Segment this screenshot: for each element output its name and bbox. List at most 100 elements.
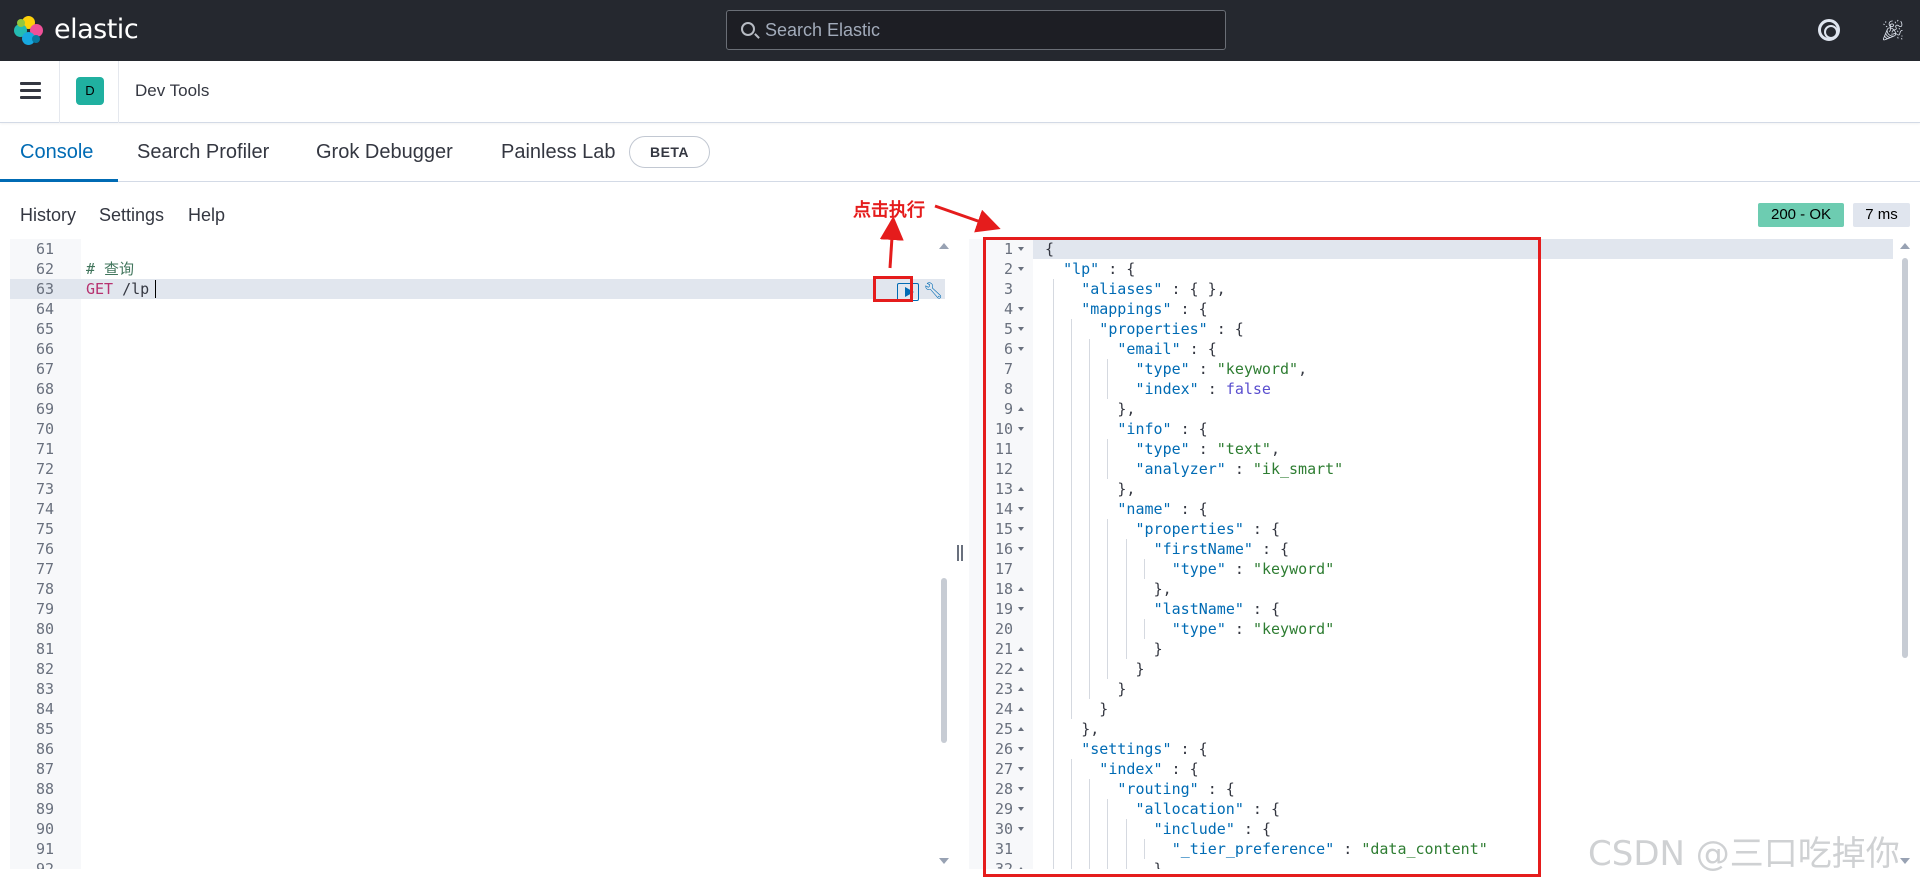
scroll-up-icon[interactable]: [939, 243, 949, 249]
line-number: 3: [1003, 280, 1013, 298]
settings-link[interactable]: Settings: [99, 205, 165, 225]
global-search[interactable]: [726, 10, 1226, 50]
response-scrollbar[interactable]: [1902, 258, 1908, 658]
line-number: 75: [35, 520, 54, 538]
json-punctuation: {: [1045, 240, 1055, 258]
indent-guide: [1107, 639, 1109, 659]
fold-collapse-icon[interactable]: [1018, 827, 1024, 831]
arrow-to-response: [934, 204, 1001, 233]
fold-collapse-icon[interactable]: [1018, 767, 1024, 771]
indent-guide: [1089, 639, 1091, 659]
request-line[interactable]: GET /lp: [86, 279, 149, 299]
json-key: "allocation": [1135, 800, 1244, 818]
line-number: 62: [35, 260, 54, 278]
indent-guide: [1143, 619, 1145, 639]
indent-guide: [1107, 439, 1109, 459]
line-number: 92: [35, 860, 54, 869]
json-key: "type": [1135, 360, 1190, 378]
line-number: 74: [35, 500, 54, 518]
help-icon[interactable]: [1818, 19, 1840, 41]
fold-expand-icon[interactable]: [1018, 587, 1024, 591]
fold-collapse-icon[interactable]: [1018, 747, 1024, 751]
pane-resizer[interactable]: [957, 545, 963, 561]
fold-expand-icon[interactable]: [1018, 487, 1024, 491]
json-key: "_tier_preference": [1171, 840, 1335, 858]
response-line: }: [1117, 679, 1126, 699]
tab-search-profiler[interactable]: Search Profiler: [137, 141, 270, 163]
indent-guide: [1089, 599, 1091, 619]
brand-name[interactable]: elastic: [54, 14, 139, 45]
request-scrollbar[interactable]: [941, 578, 947, 743]
fold-collapse-icon[interactable]: [1018, 267, 1024, 271]
json-boolean: false: [1225, 380, 1271, 398]
indent-guide: [1053, 539, 1055, 559]
fold-expand-icon[interactable]: [1018, 687, 1024, 691]
json-string: "keyword": [1252, 560, 1335, 578]
indent-guide: [1089, 579, 1091, 599]
line-number: 89: [35, 800, 54, 818]
fold-expand-icon[interactable]: [1018, 667, 1024, 671]
fold-collapse-icon[interactable]: [1018, 247, 1024, 251]
tab-grok-debugger[interactable]: Grok Debugger: [316, 141, 453, 163]
fold-expand-icon[interactable]: [1018, 407, 1024, 411]
json-key: "analyzer": [1135, 460, 1226, 478]
fold-collapse-icon[interactable]: [1018, 307, 1024, 311]
fold-collapse-icon[interactable]: [1018, 547, 1024, 551]
scroll-down-icon[interactable]: [1900, 858, 1910, 864]
newsfeed-icon[interactable]: 🎉︎: [1880, 20, 1906, 42]
fold-collapse-icon[interactable]: [1018, 807, 1024, 811]
fold-collapse-icon[interactable]: [1018, 347, 1024, 351]
search-input[interactable]: [765, 11, 1215, 49]
response-line: }: [1154, 639, 1163, 659]
indent-guide: [1125, 819, 1127, 839]
fold-collapse-icon[interactable]: [1018, 427, 1024, 431]
fold-collapse-icon[interactable]: [1018, 787, 1024, 791]
json-key: "type": [1171, 560, 1226, 578]
line-number: 22: [994, 660, 1013, 678]
fold-expand-icon[interactable]: [1018, 727, 1024, 731]
history-link[interactable]: History: [20, 205, 77, 225]
tab-painless-lab[interactable]: Painless Lab: [501, 141, 616, 163]
help-link[interactable]: Help: [188, 205, 226, 225]
indent-guide: [1071, 839, 1073, 859]
active-line-highlight: [10, 279, 945, 299]
menu-toggle-icon[interactable]: [20, 82, 41, 99]
elastic-logo-icon[interactable]: [14, 16, 44, 46]
request-method: GET: [86, 280, 114, 298]
fold-collapse-icon[interactable]: [1018, 607, 1024, 611]
fold-expand-icon[interactable]: [1018, 867, 1024, 869]
fold-expand-icon[interactable]: [1018, 707, 1024, 711]
wrench-icon[interactable]: 🔧︎: [923, 281, 944, 300]
scroll-down-icon[interactable]: [939, 858, 949, 864]
indent-guide: [1107, 819, 1109, 839]
indent-guide: [1089, 679, 1091, 699]
json-key: "firstName": [1153, 540, 1253, 558]
indent-guide: [1071, 419, 1073, 439]
fold-expand-icon[interactable]: [1018, 647, 1024, 651]
indent-guide: [1089, 359, 1091, 379]
response-line: "type" : "keyword",: [1136, 359, 1308, 379]
line-number: 79: [35, 600, 54, 618]
tab-console[interactable]: Console: [20, 141, 94, 163]
fold-collapse-icon[interactable]: [1018, 527, 1024, 531]
fold-collapse-icon[interactable]: [1018, 507, 1024, 511]
json-punctuation: :: [1198, 380, 1226, 398]
scroll-up-icon[interactable]: [1900, 243, 1910, 249]
response-editor[interactable]: 1{2"lp" : {3"aliases" : { },4"mappings" …: [969, 239, 1899, 869]
breadcrumb: Dev Tools: [135, 81, 210, 100]
indent-guide: [1107, 559, 1109, 579]
json-punctuation: : { },: [1162, 280, 1226, 298]
json-key: "info": [1117, 420, 1172, 438]
json-key: "email": [1117, 340, 1181, 358]
indent-guide: [1053, 339, 1055, 359]
line-number: 5: [1003, 320, 1013, 338]
indent-guide: [1053, 299, 1055, 319]
line-number: 88: [35, 780, 54, 798]
json-punctuation: : {: [1099, 260, 1136, 278]
space-avatar[interactable]: D: [76, 77, 104, 105]
response-line: }: [1099, 699, 1108, 719]
indent-guide: [1107, 799, 1109, 819]
line-number: 17: [994, 560, 1013, 578]
fold-collapse-icon[interactable]: [1018, 327, 1024, 331]
